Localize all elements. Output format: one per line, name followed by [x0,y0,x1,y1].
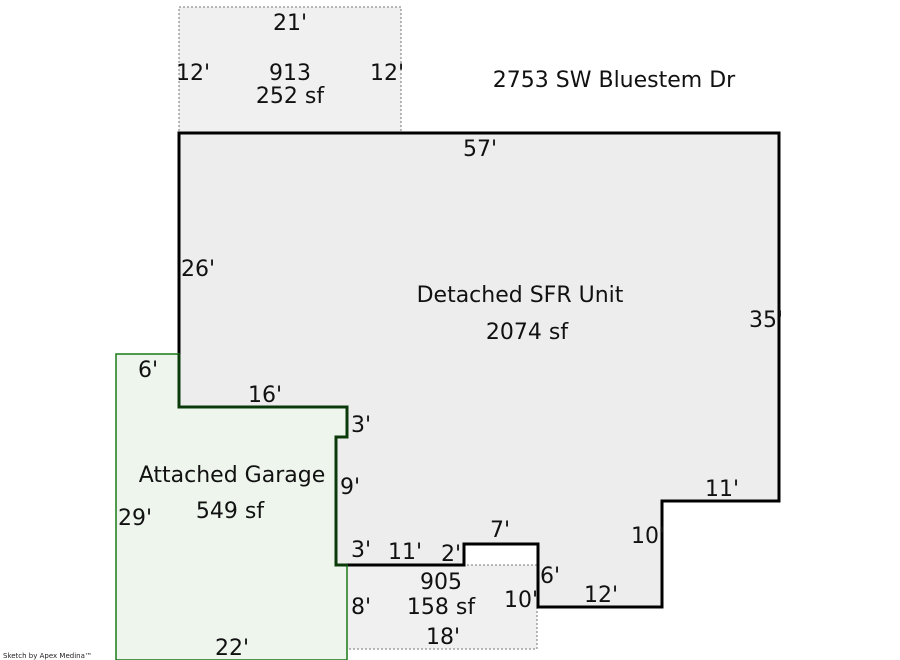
garage-bottom-dimension: 22' [215,636,249,660]
lower-area-size: 158 sf [407,595,476,620]
house-bottom-12: 12' [584,583,618,608]
garage-area-size: 549 sf [196,499,265,524]
house-step-6: 6' [540,564,560,589]
lower-bottom-dimension: 18' [426,625,460,650]
garage-top-dimension: 6' [138,358,158,383]
garage-shared-wall [177,354,349,567]
house-area-size: 2074 sf [486,320,569,345]
lower-area-shape [346,564,538,650]
upper-right-dimension: 12' [370,61,404,86]
house-ledge-dimension: 16' [248,383,282,408]
house-step-3-top: 3' [351,413,371,438]
garage-name: Attached Garage [139,463,325,488]
house-step-10a: 10' [504,588,538,613]
upper-area-shape [178,6,402,134]
house-bottom-7: 7' [490,518,510,543]
upper-top-dimension: 21' [273,11,307,36]
house-top-dimension: 57' [463,137,497,162]
house-step-2: 2' [441,542,461,567]
upper-left-dimension: 12' [176,61,210,86]
house-bottom-11a: 11' [388,540,422,565]
house-name: Detached SFR Unit [417,283,624,308]
house-step-10b: 10' [631,524,665,549]
house-left-dimension: 26' [181,257,215,282]
lower-area-code: 905 [420,570,462,595]
garage-left-dimension: 29' [118,506,152,531]
house-bottom-11b: 11' [705,477,739,502]
lower-left-dimension: 8' [351,595,371,620]
upper-area-code: 913 [269,61,311,86]
house-step-9: 9' [340,475,360,500]
house-step-3-bottom: 3' [351,538,371,563]
address-label: 2753 SW Bluestem Dr [493,68,736,93]
upper-area-size: 252 sf [256,84,325,109]
sketch-credit: Sketch by Apex Medina™ [3,652,92,660]
house-right-dimension: 35' [749,308,783,333]
